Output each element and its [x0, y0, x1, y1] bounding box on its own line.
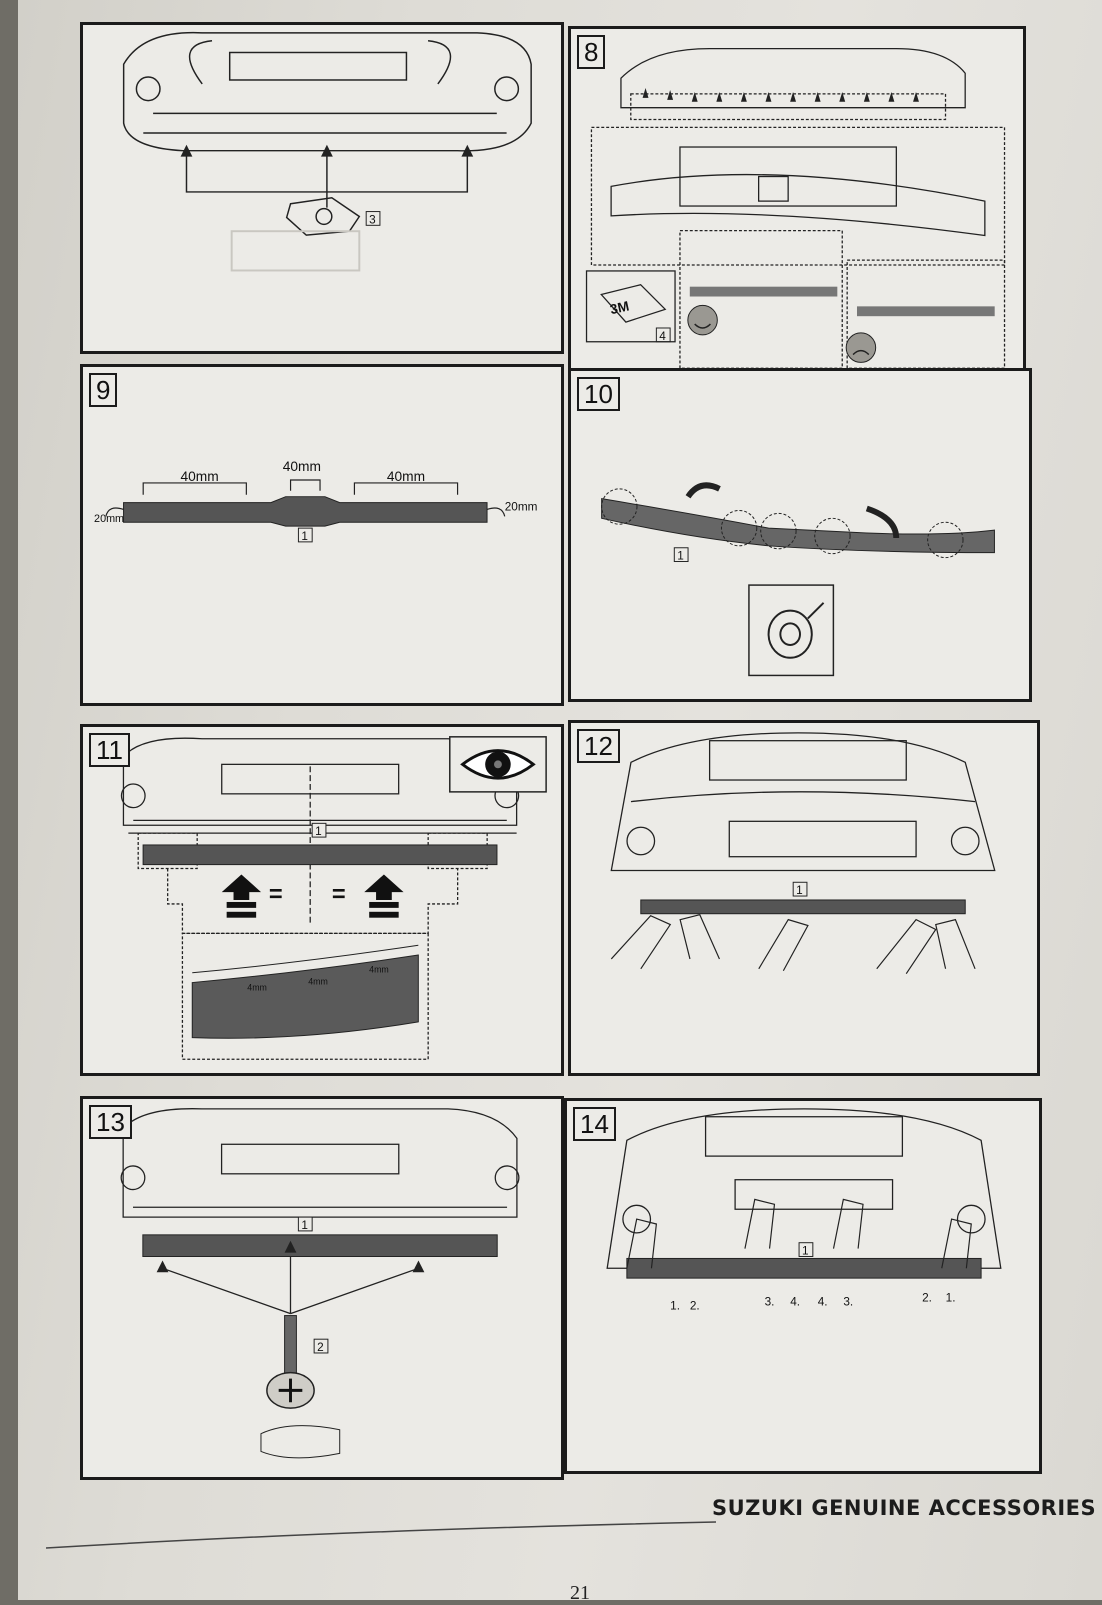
- smiley-bad-icon: [845, 332, 877, 363]
- step-9-panel: 9 40mm 40mm 40mm 20mm 20mm 1: [80, 364, 564, 706]
- step-10-panel: 10 1: [568, 368, 1032, 702]
- step-13-panel: 13 1 2: [80, 1096, 564, 1480]
- seq-3: 3.: [765, 1295, 775, 1309]
- footer-brand: SUZUKI GENUINE ACCESSORIES: [712, 1496, 1097, 1520]
- seq-7: 2.: [922, 1291, 932, 1305]
- seq-5: 4.: [818, 1295, 828, 1309]
- step-9-illustration: 40mm 40mm 40mm 20mm 20mm 1: [94, 459, 538, 543]
- gap-4mm-3: 4mm: [369, 965, 389, 975]
- part-ref-1: 1: [315, 825, 322, 838]
- step-13-illustration: 1 2: [120, 1108, 520, 1459]
- part-ref-1: 1: [802, 1244, 809, 1258]
- step-11-illustration: 1 = = 4mm 4mm 4mm: [120, 736, 547, 1060]
- step-11-panel: 11 1: [80, 724, 564, 1076]
- dim-20mm-left: 20mm: [94, 513, 124, 525]
- equal-sign-left: =: [269, 881, 283, 907]
- part-ref-2: 2: [317, 1340, 324, 1354]
- part-ref-1: 1: [301, 530, 308, 543]
- manual-page: 3 8: [18, 0, 1102, 1604]
- dim-20mm-right: 20mm: [505, 500, 538, 513]
- step-12-panel: 12 1: [568, 720, 1040, 1076]
- step-12-illustration: 1: [610, 732, 996, 975]
- step-number-9: 9: [89, 373, 118, 407]
- part-ref-4: 4: [659, 329, 666, 343]
- step-7-illustration: 3: [122, 31, 532, 272]
- screw-icon: [266, 1315, 315, 1409]
- dim-40mm-center: 40mm: [283, 459, 321, 474]
- gap-4mm-1: 4mm: [247, 982, 267, 992]
- equal-sign-right: =: [332, 881, 346, 907]
- dim-40mm-right: 40mm: [387, 469, 425, 484]
- step-8-illustration: 3M 4: [585, 48, 1006, 369]
- smiley-good-icon: [687, 304, 718, 336]
- step-number-11: 11: [89, 733, 130, 767]
- part-ref-1: 1: [301, 1218, 308, 1232]
- part-ref-1: 1: [677, 550, 684, 563]
- seq-1: 1.: [670, 1299, 680, 1313]
- seq-4: 4.: [790, 1295, 800, 1309]
- tape-roll-icon: [767, 602, 825, 659]
- seq-2: 2.: [690, 1299, 700, 1313]
- step-7-panel: 3: [80, 22, 564, 354]
- dim-40mm-left: 40mm: [181, 469, 219, 484]
- part-ref-3: 3: [369, 213, 376, 226]
- gap-4mm-2: 4mm: [308, 977, 328, 987]
- step-number-14: 14: [573, 1107, 616, 1141]
- step-14-panel: 14 1 1. 2. 3. 4. 4. 3. 2. 1: [564, 1098, 1042, 1474]
- step-14-illustration: 1 1. 2. 3. 4. 4. 3. 2. 1.: [606, 1108, 1002, 1313]
- step-number-10: 10: [577, 377, 620, 411]
- eye-icon: [460, 749, 536, 780]
- step-number-8: 8: [577, 35, 606, 69]
- seq-6: 3.: [843, 1295, 853, 1309]
- step-8-panel: 8: [568, 26, 1026, 390]
- step-number-12: 12: [577, 729, 620, 763]
- seq-8: 1.: [946, 1291, 956, 1305]
- page-number: 21: [570, 1582, 590, 1604]
- step-10-illustration: 1: [601, 482, 995, 677]
- tape-3m-label: 3M: [609, 299, 631, 318]
- step-number-13: 13: [89, 1105, 132, 1139]
- part-ref-1: 1: [796, 884, 803, 897]
- footer-divider: [46, 1521, 716, 1549]
